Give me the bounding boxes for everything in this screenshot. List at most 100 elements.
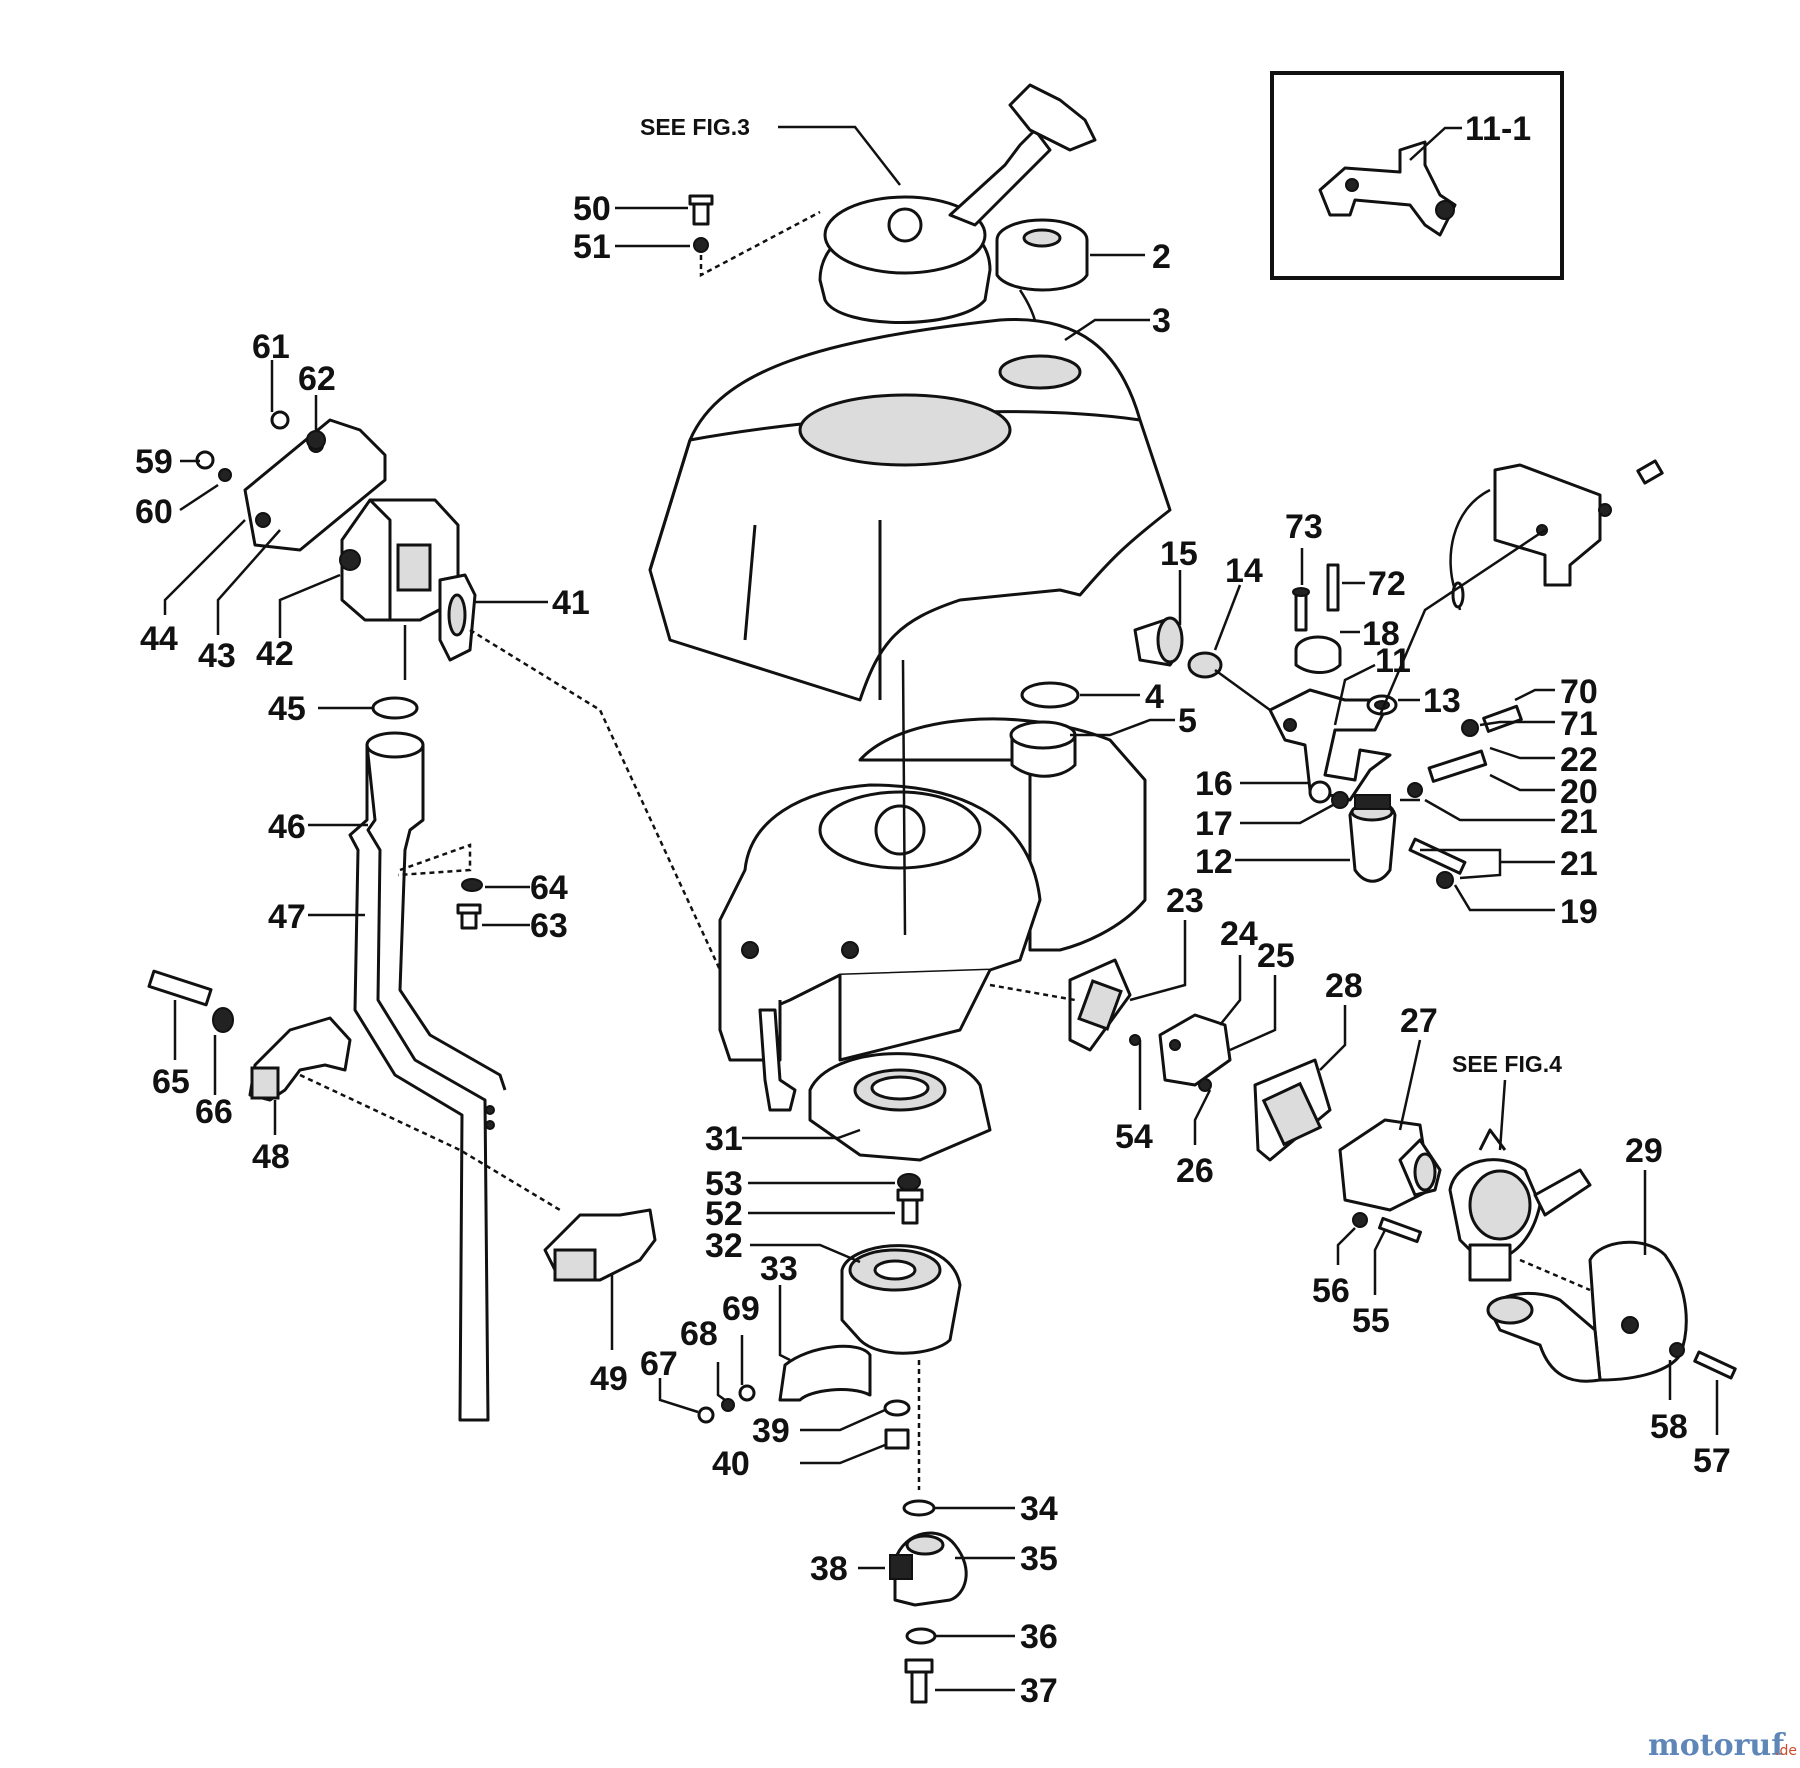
washer-60 <box>218 468 232 482</box>
exhaust-pipe-46-47 <box>348 731 507 1422</box>
label-49: 49 <box>590 1360 628 1398</box>
bracket-11 <box>1268 688 1392 802</box>
reed-plate-28 <box>1253 1058 1332 1162</box>
label-11: 11 <box>1375 642 1411 680</box>
label-73: 73 <box>1285 508 1323 546</box>
label-37: 37 <box>1020 1672 1058 1710</box>
label-64: 64 <box>530 869 568 907</box>
label-12: 12 <box>1195 843 1233 881</box>
label-15: 15 <box>1160 535 1198 573</box>
label-45: 45 <box>268 690 306 728</box>
label-54: 54 <box>1115 1118 1153 1156</box>
washer-71 <box>1461 719 1479 737</box>
leader-see-fig-3 <box>778 125 901 186</box>
label-59: 59 <box>135 443 173 481</box>
pin-72 <box>1326 563 1340 612</box>
washer-62 <box>306 430 326 450</box>
washer-34 <box>902 1499 936 1517</box>
label-20: 20 <box>1560 773 1598 811</box>
clamp-49 <box>543 1208 657 1282</box>
label-33: 33 <box>760 1250 798 1288</box>
washer-64 <box>461 878 483 892</box>
fuel-cap-2 <box>995 218 1089 361</box>
recoil-starter <box>818 83 1097 324</box>
label-16: 16 <box>1195 765 1233 803</box>
washer-17 <box>1331 791 1349 809</box>
crankcase <box>718 783 1042 1112</box>
bracket-48 <box>248 1016 352 1102</box>
gasket-45 <box>371 696 419 720</box>
label-58: 58 <box>1650 1408 1688 1446</box>
label-46: 46 <box>268 808 306 846</box>
washer-51 <box>693 237 709 253</box>
washer-16 <box>1308 780 1332 804</box>
label-21b: 21 <box>1560 845 1598 883</box>
screw-55 <box>1377 1216 1423 1244</box>
gasket-23 <box>1068 958 1132 1052</box>
label-18: 18 <box>1362 615 1400 653</box>
nut-53 <box>897 1173 921 1191</box>
label-44: 44 <box>140 620 178 658</box>
label-51: 51 <box>573 228 611 266</box>
label-70: 70 <box>1560 673 1598 711</box>
label-17: 17 <box>1195 805 1233 843</box>
washer-36 <box>905 1627 937 1645</box>
pin-73 <box>1292 587 1310 632</box>
label-62: 62 <box>298 360 336 398</box>
label-31: 31 <box>705 1120 743 1158</box>
washer-39 <box>883 1399 911 1417</box>
label-35: 35 <box>1020 1540 1058 1578</box>
air-filter-29 <box>1486 1240 1688 1383</box>
spring-38 <box>889 1554 913 1580</box>
label-66: 66 <box>195 1093 233 1131</box>
label-22: 22 <box>1560 741 1598 779</box>
bracket-11-1 <box>1318 140 1457 237</box>
label-63: 63 <box>530 907 568 945</box>
label-57: 57 <box>1693 1442 1731 1480</box>
label-47: 47 <box>268 898 306 936</box>
filter-12 <box>1348 794 1397 883</box>
label-48: 48 <box>252 1138 290 1176</box>
label-41: 41 <box>552 584 590 622</box>
label-29: 29 <box>1625 1132 1663 1170</box>
washer-58 <box>1669 1342 1685 1358</box>
label-5: 5 <box>1178 702 1197 740</box>
label-68: 68 <box>680 1315 718 1353</box>
label-65: 65 <box>152 1063 190 1101</box>
label-36: 36 <box>1020 1618 1058 1656</box>
label-72: 72 <box>1368 565 1406 603</box>
screw-63 <box>456 903 482 930</box>
label-19: 19 <box>1560 893 1598 931</box>
label-34: 34 <box>1020 1490 1058 1528</box>
part-number-labels: 2 3 4 5 11 12 13 14 15 16 17 18 19 20 21… <box>135 190 1731 1710</box>
bolt-65 <box>147 969 213 1007</box>
ring-4 <box>1020 681 1080 709</box>
engine-cover-3 <box>648 318 1172 702</box>
screw-57 <box>1693 1350 1737 1380</box>
washer-56 <box>1352 1212 1368 1228</box>
label-61: 61 <box>252 328 290 366</box>
screw-50 <box>688 194 714 226</box>
label-60: 60 <box>135 493 173 531</box>
bolt-37 <box>904 1658 934 1704</box>
label-42: 42 <box>256 635 294 673</box>
label-3: 3 <box>1152 302 1171 340</box>
label-28: 28 <box>1325 967 1363 1005</box>
label-56: 56 <box>1312 1272 1350 1310</box>
screw-67 <box>697 1406 715 1424</box>
label-71: 71 <box>1560 705 1598 743</box>
fuel-tank-cover-top <box>1449 459 1664 611</box>
muffler-42 <box>339 498 460 622</box>
label-14: 14 <box>1225 552 1263 590</box>
label-26: 26 <box>1176 1152 1214 1190</box>
label-13: 13 <box>1423 682 1461 720</box>
screw-54 <box>1129 1034 1141 1046</box>
housing-32 <box>840 1244 962 1355</box>
watermark-name: motoruf <box>1648 1728 1786 1763</box>
pawl-35 <box>893 1531 968 1607</box>
fuel-tank-5 <box>858 717 1175 952</box>
label-52: 52 <box>705 1195 743 1233</box>
leader-11-1 <box>1409 126 1462 161</box>
nut-69 <box>738 1384 756 1402</box>
